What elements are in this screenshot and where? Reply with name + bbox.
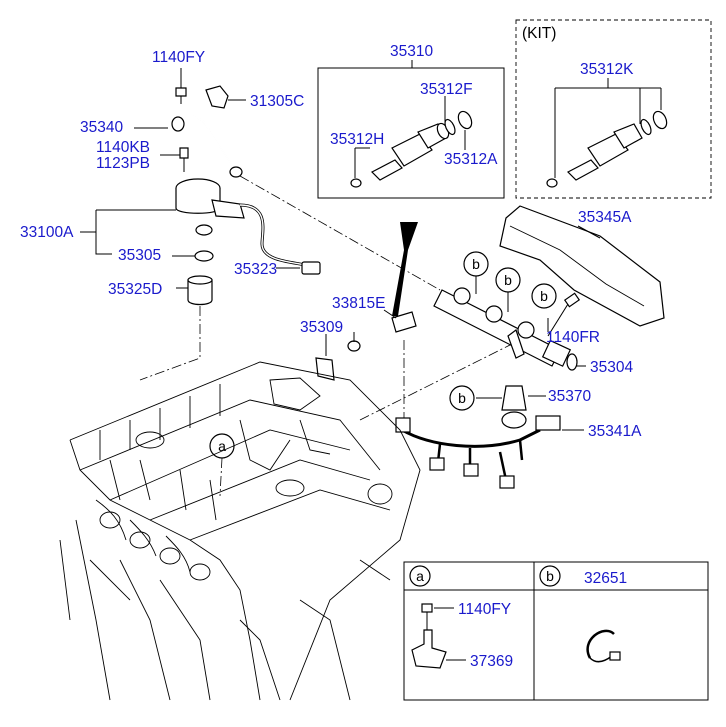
wiring-harness [395, 415, 561, 489]
high-pressure-pump [171, 85, 321, 306]
label-35312h: 35312H [330, 131, 384, 148]
label-35312k: 35312K [580, 61, 634, 78]
label-35325d: 35325D [108, 281, 162, 298]
callout-b-3: b [531, 283, 557, 309]
legend-letter-b: b [546, 568, 554, 584]
fuel-rail [433, 287, 578, 371]
label-35310: 35310 [390, 43, 433, 60]
pointer-arrow [392, 222, 418, 316]
label-31305c: 31305C [250, 93, 304, 110]
label-35312a: 35312A [444, 151, 498, 168]
svg-text:a: a [218, 438, 226, 454]
legend-label-1140fy: 1140FY [458, 601, 511, 618]
engine-block [59, 361, 421, 701]
callout-b-1: b [463, 251, 489, 277]
kit-injector-assembly [546, 110, 668, 188]
label-35304: 35304 [590, 359, 633, 376]
label-33815e: 33815E [332, 295, 385, 312]
callout-a-engine: a [209, 433, 235, 497]
label-35312f: 35312F [420, 81, 473, 98]
injector-box [317, 67, 505, 199]
svg-text:b: b [472, 256, 480, 272]
kit-box [515, 19, 712, 199]
label-35341a: 35341A [588, 423, 642, 440]
label-kit: (KIT) [522, 25, 556, 42]
fuel-rail-cover [499, 205, 665, 327]
pressure-sensor [501, 385, 527, 429]
label-1140fr: 1140FR [546, 329, 600, 346]
svg-text:b: b [504, 272, 512, 288]
legend-table [403, 561, 709, 701]
svg-text:b: b [458, 390, 466, 406]
label-35323: 35323 [234, 261, 277, 278]
label-35305: 35305 [118, 247, 161, 264]
label-1123pb: 1123PB [96, 155, 150, 172]
bolt-1140fr [547, 292, 581, 337]
legend-label-32651: 32651 [584, 570, 627, 587]
callout-b-2: b [495, 267, 521, 293]
label-33100a: 33100A [20, 224, 74, 241]
injector-assembly [350, 110, 473, 188]
label-1140kb: 1140KB [96, 139, 150, 156]
label-35370: 35370 [548, 388, 591, 405]
legend-letter-a: a [416, 568, 424, 584]
legend-label-37369: 37369 [470, 653, 513, 670]
label-35340: 35340 [80, 119, 123, 136]
label-35309: 35309 [300, 319, 343, 336]
label-1140fy-top: 1140FY [152, 49, 205, 66]
callout-b-4: b [449, 385, 475, 411]
label-35345a: 35345A [578, 209, 632, 226]
svg-text:b: b [540, 288, 548, 304]
